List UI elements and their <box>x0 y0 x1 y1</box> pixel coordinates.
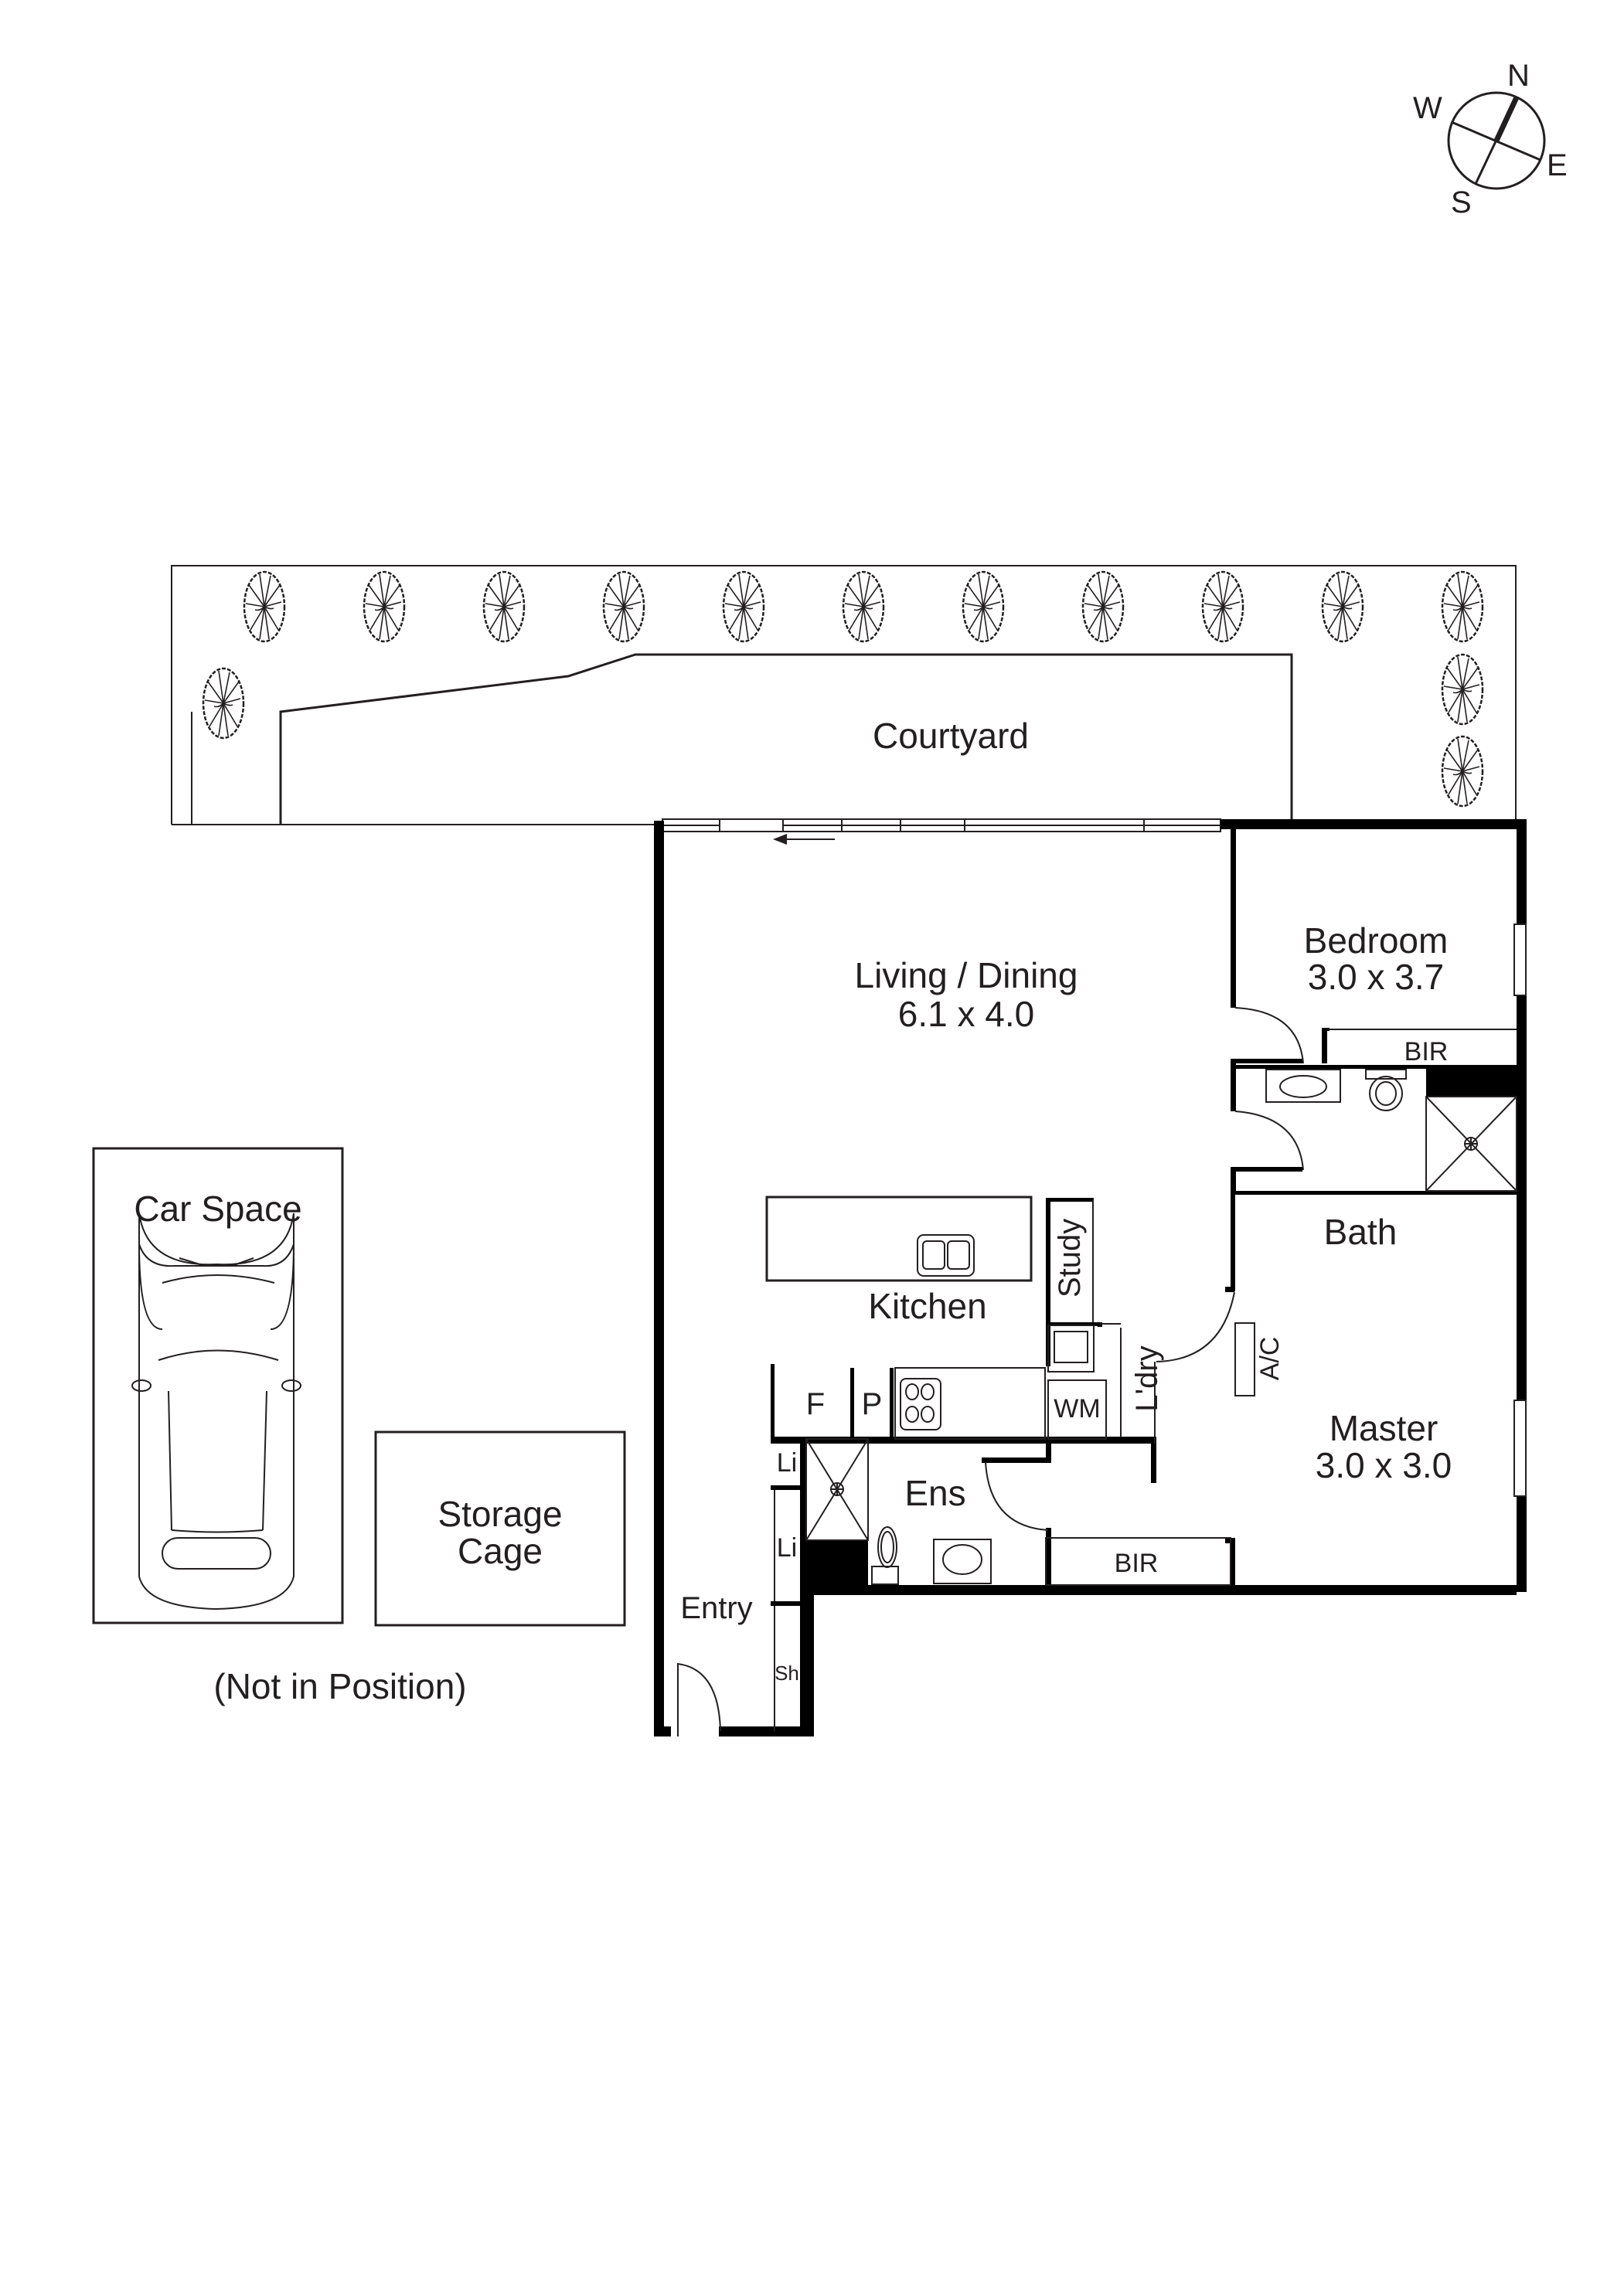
bath-label: Bath <box>1323 1212 1398 1252</box>
ensuite-fixtures <box>871 1526 992 1585</box>
kitchen-island <box>765 1196 1033 1282</box>
not-in-position-note: (Not in Position) <box>213 1666 467 1706</box>
storage-cage-label-2: Cage <box>458 1531 543 1571</box>
car-space-box <box>92 1147 344 1624</box>
sliding-door <box>662 818 1221 845</box>
car-space-label: Car Space <box>134 1189 302 1229</box>
compass-west-label: W <box>1413 91 1442 125</box>
study-label: Study <box>1053 1218 1087 1298</box>
cooktop-icon <box>900 1378 941 1430</box>
linen-2-label: Li <box>776 1533 798 1563</box>
kitchen-label: Kitchen <box>868 1286 987 1326</box>
exterior-walls <box>654 819 1527 1762</box>
storage-cage-label-1: Storage <box>437 1494 563 1534</box>
interior-walls <box>771 821 1518 1736</box>
compass-east-label: E <box>1547 148 1568 182</box>
master-size: 3.0 x 3.0 <box>1315 1445 1452 1485</box>
master-bir-box <box>1045 1537 1231 1586</box>
ensuite-shower <box>805 1438 869 1541</box>
sink-icon <box>917 1234 975 1277</box>
courtyard-paving-edge <box>279 653 1293 825</box>
courtyard-area <box>171 565 1517 825</box>
bedroom-name: Bedroom <box>1303 920 1449 961</box>
linen-1-label: Li <box>776 1448 798 1478</box>
laundry-trough <box>1047 1325 1107 1440</box>
car-icon <box>131 1213 301 1611</box>
bedroom-size: 3.0 x 3.7 <box>1307 957 1445 997</box>
fridge-label: F <box>805 1387 826 1421</box>
bedroom-bir-label: BIR <box>1404 1037 1449 1066</box>
master-name: Master <box>1329 1408 1438 1448</box>
kitchen-bench <box>894 1367 1046 1440</box>
storage-cage-box <box>374 1430 626 1627</box>
courtyard-label: Courtyard <box>873 716 1029 756</box>
ac-unit <box>1234 1322 1255 1396</box>
wm-label: WM <box>1054 1394 1101 1424</box>
master-bir-label: BIR <box>1114 1549 1159 1578</box>
compass-south-label: S <box>1451 185 1472 219</box>
master-window <box>1513 1400 1527 1497</box>
laundry-label: L'dry <box>1130 1345 1164 1412</box>
pantry-label: P <box>861 1387 883 1421</box>
bath-fixtures <box>1265 1069 1517 1192</box>
ac-label: A/C <box>1255 1336 1285 1381</box>
entry-label: Entry <box>680 1591 753 1625</box>
living-dining-name: Living / Dining <box>854 955 1078 995</box>
shoe-cupboard-label: Sh <box>775 1662 799 1685</box>
bedroom-window <box>1513 924 1527 996</box>
compass-rose-icon <box>1447 91 1546 190</box>
door-swings <box>677 1007 1304 1736</box>
compass-north-label: N <box>1507 59 1530 93</box>
living-dining-size: 6.1 x 4.0 <box>897 994 1035 1034</box>
ensuite-label: Ens <box>904 1473 966 1513</box>
